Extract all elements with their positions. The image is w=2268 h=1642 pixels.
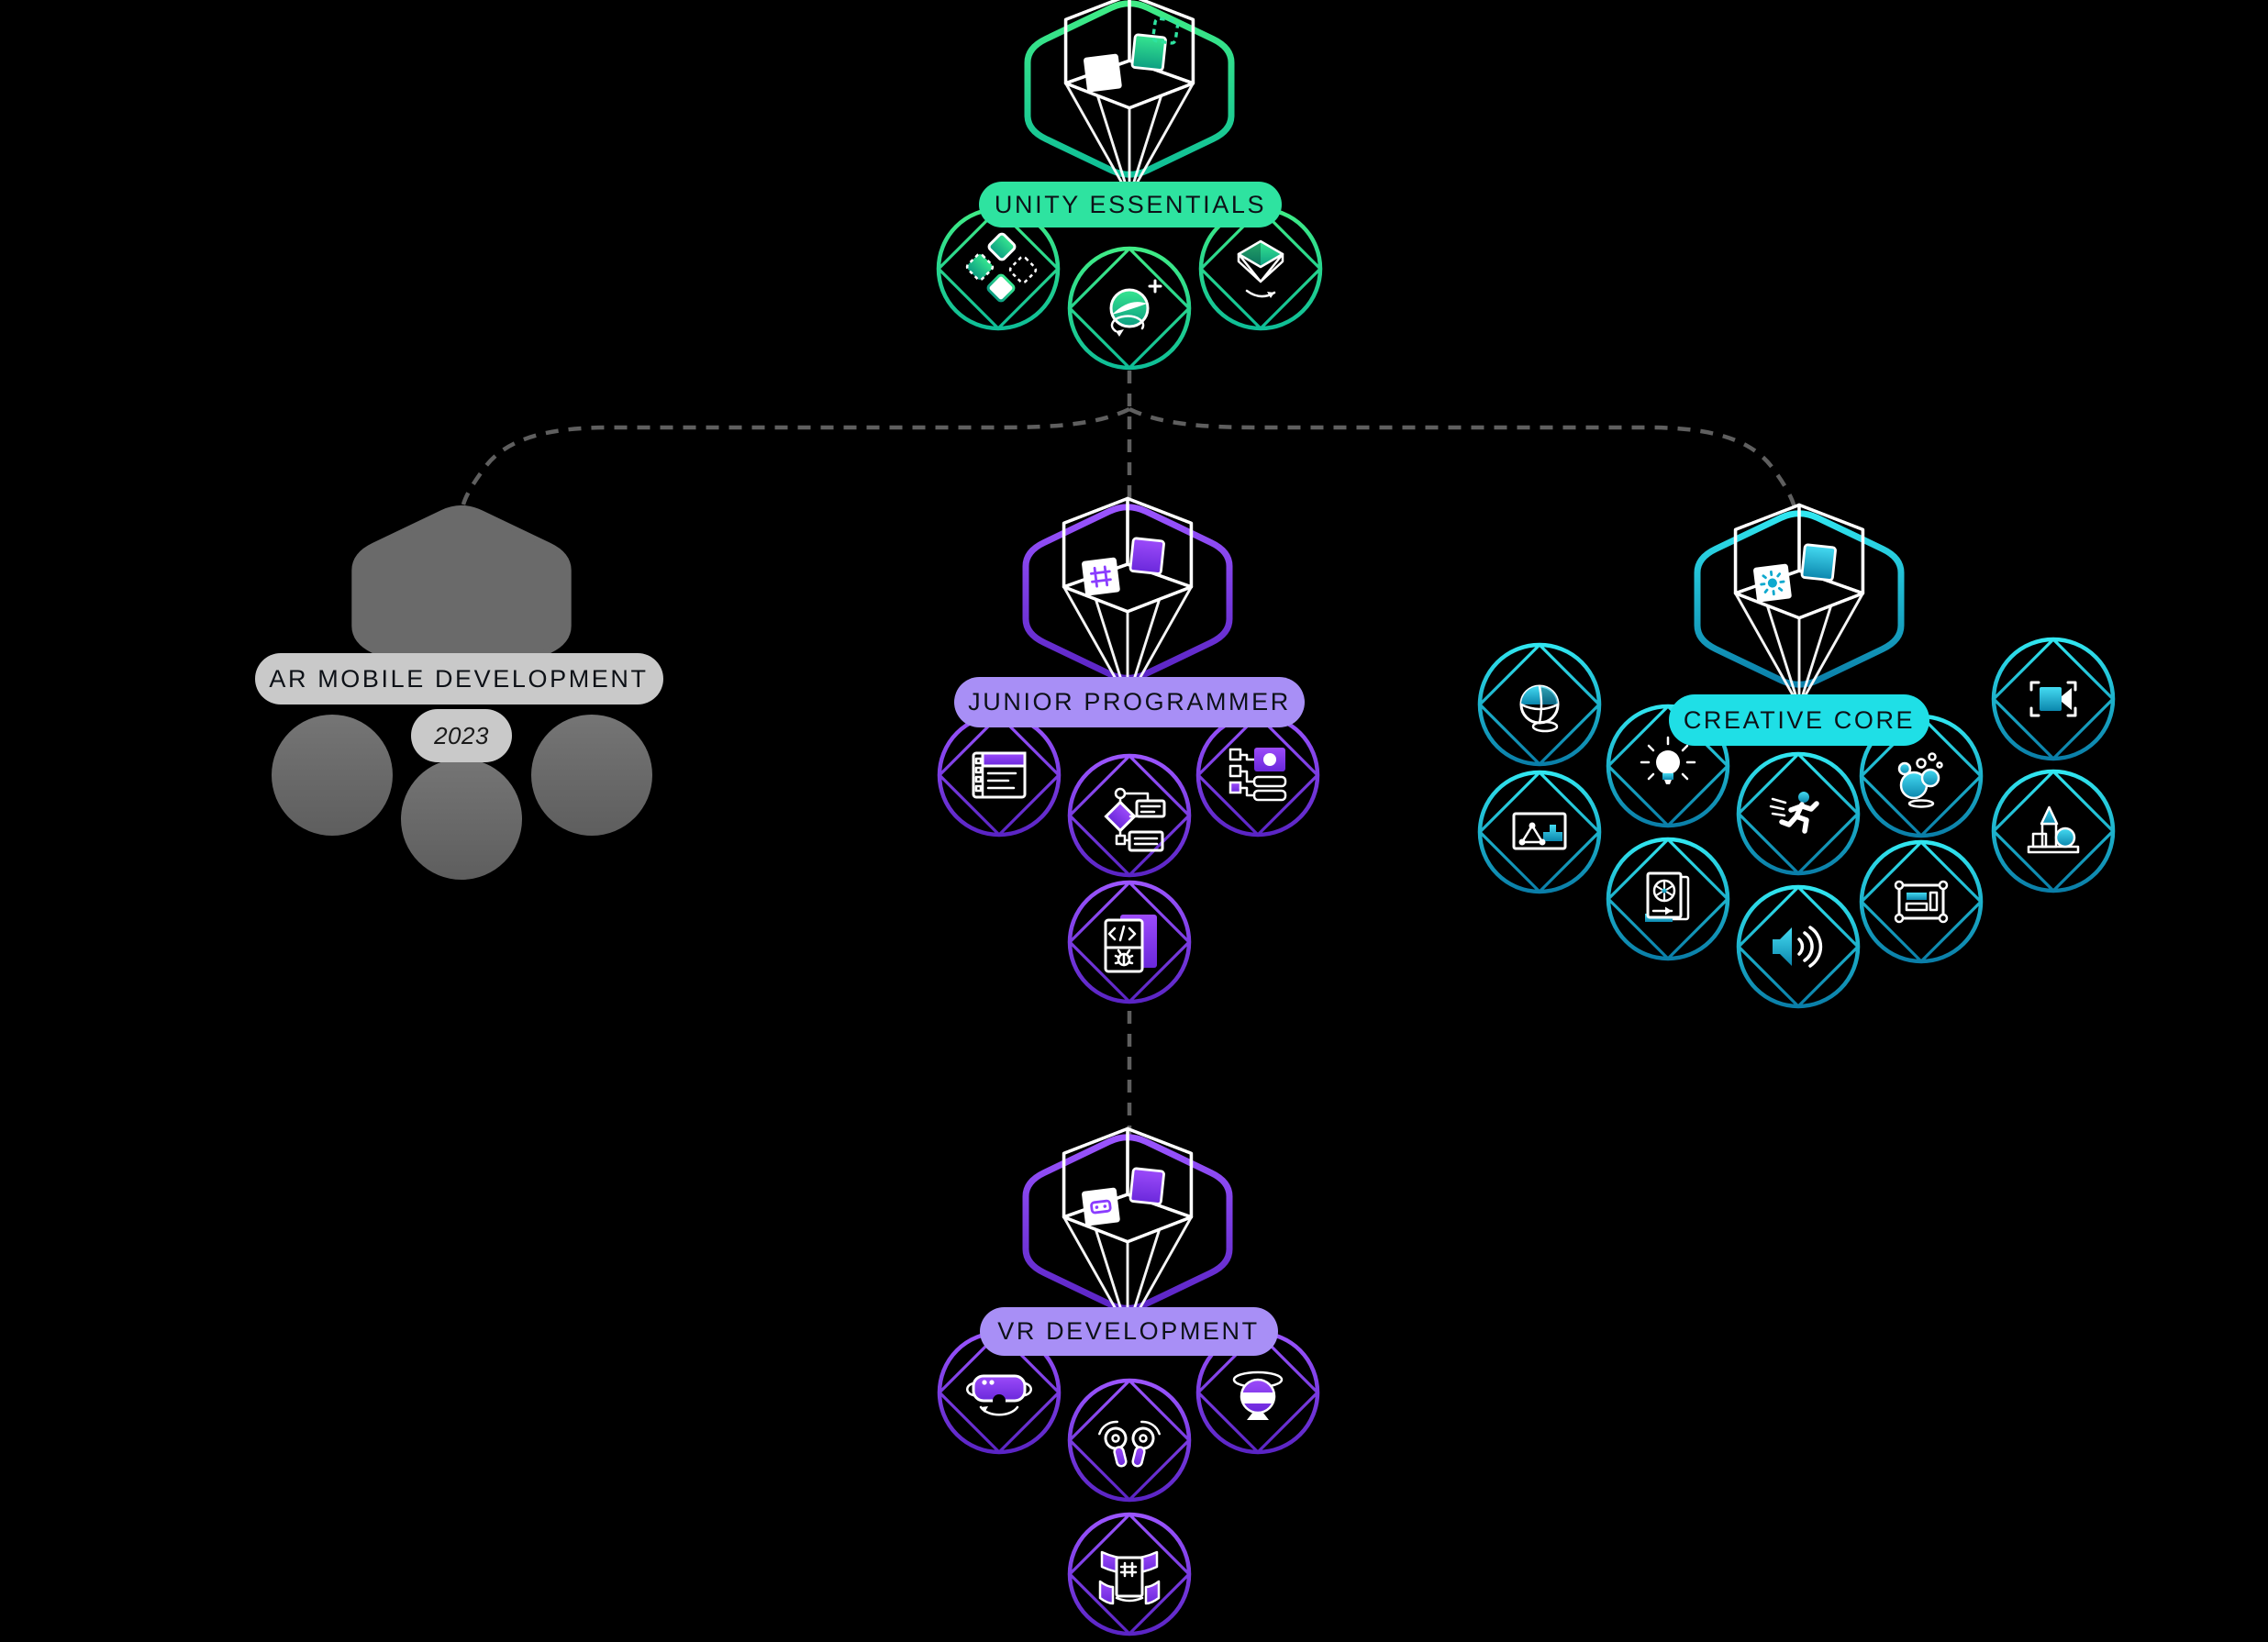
- badge-debug-code[interactable]: [1070, 882, 1189, 1002]
- creative-label-pill[interactable]: CREATIVE CORE: [1669, 694, 1929, 746]
- keypad-glyph-icon: [1089, 565, 1112, 588]
- storyboard-icon: [1512, 812, 1567, 850]
- node-creative-core: CREATIVE CORE: [1480, 503, 2113, 1006]
- badge-skybox-sphere[interactable]: [1198, 1333, 1317, 1452]
- open-cube-icon: [1733, 503, 1865, 708]
- audio-speaker-icon: [1773, 926, 1823, 968]
- node-unity-essentials: UNITY ESSENTIALS: [939, 0, 1320, 368]
- photo-aperture-icon: [1645, 871, 1690, 922]
- badge-script-window[interactable]: [939, 716, 1059, 835]
- open-cube-icon: [1062, 1126, 1194, 1332]
- junior-label-pill[interactable]: JUNIOR PROGRAMMER: [954, 677, 1305, 727]
- creative-hexagon-badge[interactable]: [1697, 503, 1901, 708]
- badge-shader-sphere[interactable]: [1480, 645, 1599, 764]
- badge-add-sphere[interactable]: [1070, 249, 1189, 368]
- badge-flowchart[interactable]: [1070, 756, 1189, 875]
- sun-glyph-icon: [1760, 570, 1785, 596]
- node-ar-mobile-development: AR MOBILE DEVELOPMENT 2023: [255, 508, 663, 880]
- shader-sphere-icon: [1519, 684, 1560, 733]
- badge-primitives[interactable]: [1994, 771, 2113, 891]
- essentials-label: UNITY ESSENTIALS: [995, 191, 1266, 218]
- badge-rotate-cube[interactable]: [1201, 209, 1320, 328]
- badge-camera-view[interactable]: [1994, 639, 2113, 759]
- primitives-icon: [2027, 805, 2080, 854]
- ar-locked-badge-3[interactable]: [531, 715, 652, 836]
- badge-audio-speaker[interactable]: [1739, 887, 1858, 1006]
- badge-ui-canvas[interactable]: [1862, 842, 1981, 961]
- ar-locked-badge-1[interactable]: [272, 715, 393, 836]
- add-sphere-icon: [1109, 279, 1162, 337]
- badge-vr-controllers[interactable]: [1070, 1381, 1189, 1500]
- junior-hexagon-badge[interactable]: [1026, 496, 1229, 702]
- open-cube-icon: [1063, 0, 1195, 198]
- badge-light-bulb[interactable]: [1608, 706, 1728, 826]
- animation-runner-icon: [1769, 792, 1819, 834]
- vr-hexagon-badge[interactable]: [1026, 1126, 1229, 1332]
- open-cube-icon: [1062, 496, 1194, 702]
- ar-year-pill: 2023: [411, 709, 512, 762]
- badge-tile-palette[interactable]: [939, 209, 1058, 328]
- vr-label: VR DEVELOPMENT: [997, 1317, 1259, 1345]
- ar-locked-badge-2[interactable]: [401, 759, 522, 880]
- essentials-label-pill[interactable]: UNITY ESSENTIALS: [979, 182, 1282, 227]
- cardboard-glyph-icon: [1090, 1199, 1112, 1215]
- badge-vr-headset[interactable]: [939, 1333, 1059, 1452]
- vr-label-pill[interactable]: VR DEVELOPMENT: [980, 1307, 1278, 1356]
- essentials-hexagon-badge[interactable]: [1028, 0, 1231, 198]
- creative-label: CREATIVE CORE: [1684, 706, 1915, 734]
- light-bulb-icon: [1640, 736, 1696, 784]
- connector-essentials-creative: [1128, 406, 1797, 508]
- ar-label: AR MOBILE DEVELOPMENT: [269, 665, 648, 693]
- connector-essentials-ar: [461, 406, 1130, 505]
- badge-hierarchy[interactable]: [1198, 716, 1317, 835]
- ar-year-label: 2023: [433, 722, 489, 749]
- vr-controllers-icon: [1098, 1420, 1161, 1468]
- junior-label: JUNIOR PROGRAMMER: [968, 688, 1291, 716]
- skybox-sphere-icon: [1232, 1370, 1284, 1420]
- flowchart-icon: [1104, 787, 1166, 852]
- particles-icon: [1897, 752, 1943, 808]
- node-vr-development: VR DEVELOPMENT: [939, 1126, 1317, 1634]
- debug-code-icon: [1104, 915, 1157, 973]
- connector-lines: [461, 371, 1797, 1136]
- rotate-cube-icon: [1237, 239, 1284, 298]
- badge-storyboard[interactable]: [1480, 772, 1599, 892]
- badge-animation-runner[interactable]: [1739, 754, 1858, 873]
- node-junior-programmer: JUNIOR PROGRAMMER: [939, 496, 1317, 1002]
- camera-view-icon: [2029, 681, 2077, 717]
- panorama-script-icon: [1098, 1550, 1161, 1605]
- badge-photo-aperture[interactable]: [1608, 839, 1728, 959]
- badge-particles[interactable]: [1862, 716, 1981, 836]
- hierarchy-icon: [1228, 748, 1287, 802]
- ui-canvas-icon: [1894, 880, 1949, 924]
- tile-palette-icon: [965, 232, 1038, 303]
- ar-label-pill[interactable]: AR MOBILE DEVELOPMENT: [255, 653, 663, 705]
- vr-headset-icon: [966, 1374, 1032, 1416]
- badge-panorama-script[interactable]: [1070, 1514, 1189, 1634]
- script-window-icon: [972, 751, 1027, 799]
